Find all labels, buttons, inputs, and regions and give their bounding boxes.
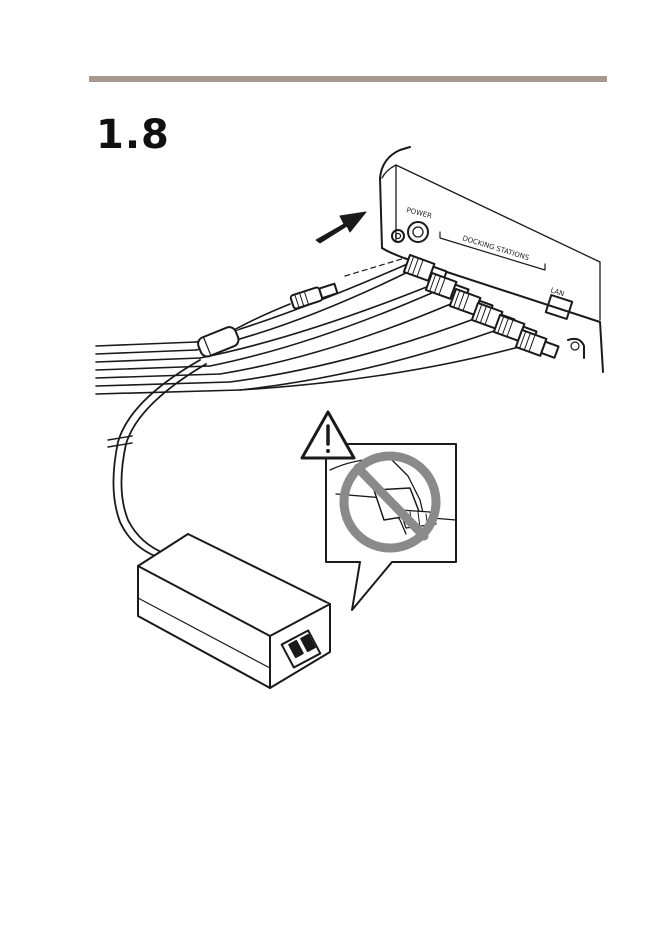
warning-triangle-icon xyxy=(302,412,354,458)
power-cable xyxy=(108,360,206,558)
warning-callout xyxy=(326,444,456,610)
ferrite-core xyxy=(196,325,241,359)
power-adapter xyxy=(138,534,330,688)
power-label: POWER xyxy=(406,206,433,220)
rj45-connectors xyxy=(404,255,560,361)
insert-arrow-icon xyxy=(316,212,366,243)
cable-bundle xyxy=(96,262,530,394)
